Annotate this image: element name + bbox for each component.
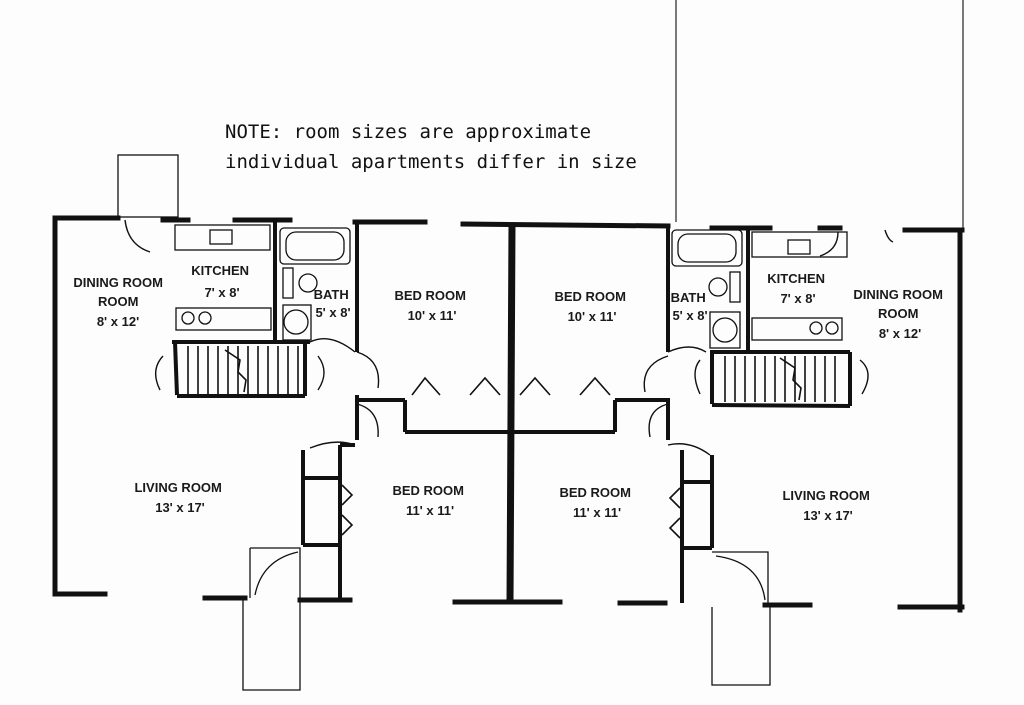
- fixtures: [174, 224, 848, 349]
- exterior-walls: [52, 215, 965, 613]
- room-label-left-dining: DINING ROOM ROOM 8' x 12': [73, 275, 166, 329]
- room-label-left-bath: BATH 5' x 8': [314, 287, 353, 320]
- room-label-left-kitchen: KITCHEN 7' x 8': [191, 263, 252, 300]
- door-swings: [124, 219, 894, 456]
- note-line-2: individual apartments differ in size: [225, 151, 637, 173]
- room-label-left-living: LIVING ROOM 13' x 17': [134, 480, 225, 515]
- interior-walls: [172, 222, 852, 603]
- right-stairs: [724, 356, 836, 402]
- room-label-right-living: LIVING ROOM 13' x 17': [782, 488, 873, 523]
- party-wall: [506, 223, 516, 603]
- property-lines: [675, 0, 964, 228]
- room-label-left-bedroom-1: BED ROOM 10' x 11': [394, 288, 469, 323]
- room-label-right-bedroom-1: BED ROOM 10' x 11': [554, 289, 629, 324]
- note-line-1: NOTE: room sizes are approximate: [225, 121, 591, 143]
- room-label-left-bedroom-2: BED ROOM 11' x 11': [392, 483, 467, 518]
- room-label-right-bedroom-2: BED ROOM 11' x 11': [559, 485, 634, 520]
- room-label-right-dining: DINING ROOM ROOM 8' x 12': [853, 287, 946, 341]
- closet-doors: [341, 376, 681, 539]
- left-stairs: [187, 346, 299, 394]
- room-label-right-kitchen: KITCHEN 7' x 8': [767, 271, 828, 306]
- porches: [117, 154, 771, 691]
- room-label-right-bath: BATH 5' x 8': [671, 290, 710, 323]
- room-labels: DINING ROOM ROOM 8' x 12' KITCHEN 7' x 8…: [73, 263, 946, 523]
